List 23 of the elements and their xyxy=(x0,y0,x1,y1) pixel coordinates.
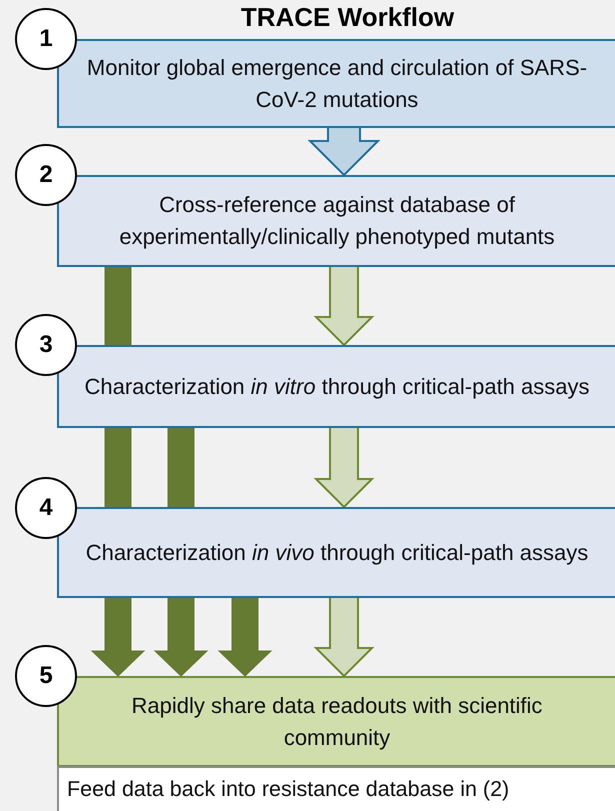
step-number: 3 xyxy=(39,331,53,359)
hollow-block-arrow xyxy=(314,266,374,346)
step-number: 4 xyxy=(39,494,53,522)
step-number: 2 xyxy=(39,161,53,189)
step-text: Feed data back into resistance database in (2) xyxy=(67,776,510,803)
step-number: 1 xyxy=(39,25,53,53)
step-text: Characterization in vitro through critical-path assays xyxy=(84,372,590,401)
hollow-block-arrow xyxy=(308,127,380,176)
step-text: Monitor global emergence and circulation of SARS-CoV-2 mutations xyxy=(86,54,588,114)
step-text: Rapidly share data readouts with scientific community xyxy=(130,692,544,752)
process-box xyxy=(57,39,615,128)
hollow-block-arrow xyxy=(314,427,374,508)
step-number: 5 xyxy=(39,662,53,690)
hollow-block-arrow xyxy=(314,597,374,678)
process-box xyxy=(57,507,615,598)
note-box xyxy=(57,766,615,811)
process-box xyxy=(57,676,615,767)
diagram-title: TRACE Workflow xyxy=(240,2,456,33)
process-box xyxy=(57,175,615,267)
step-text: Characterization in vivo through critical-path assays xyxy=(86,538,588,567)
step-text: Cross-reference against database of experimentally/clinically phenotyped mutants xyxy=(118,191,556,251)
solid-block-arrow xyxy=(218,598,272,677)
process-box xyxy=(57,345,615,428)
